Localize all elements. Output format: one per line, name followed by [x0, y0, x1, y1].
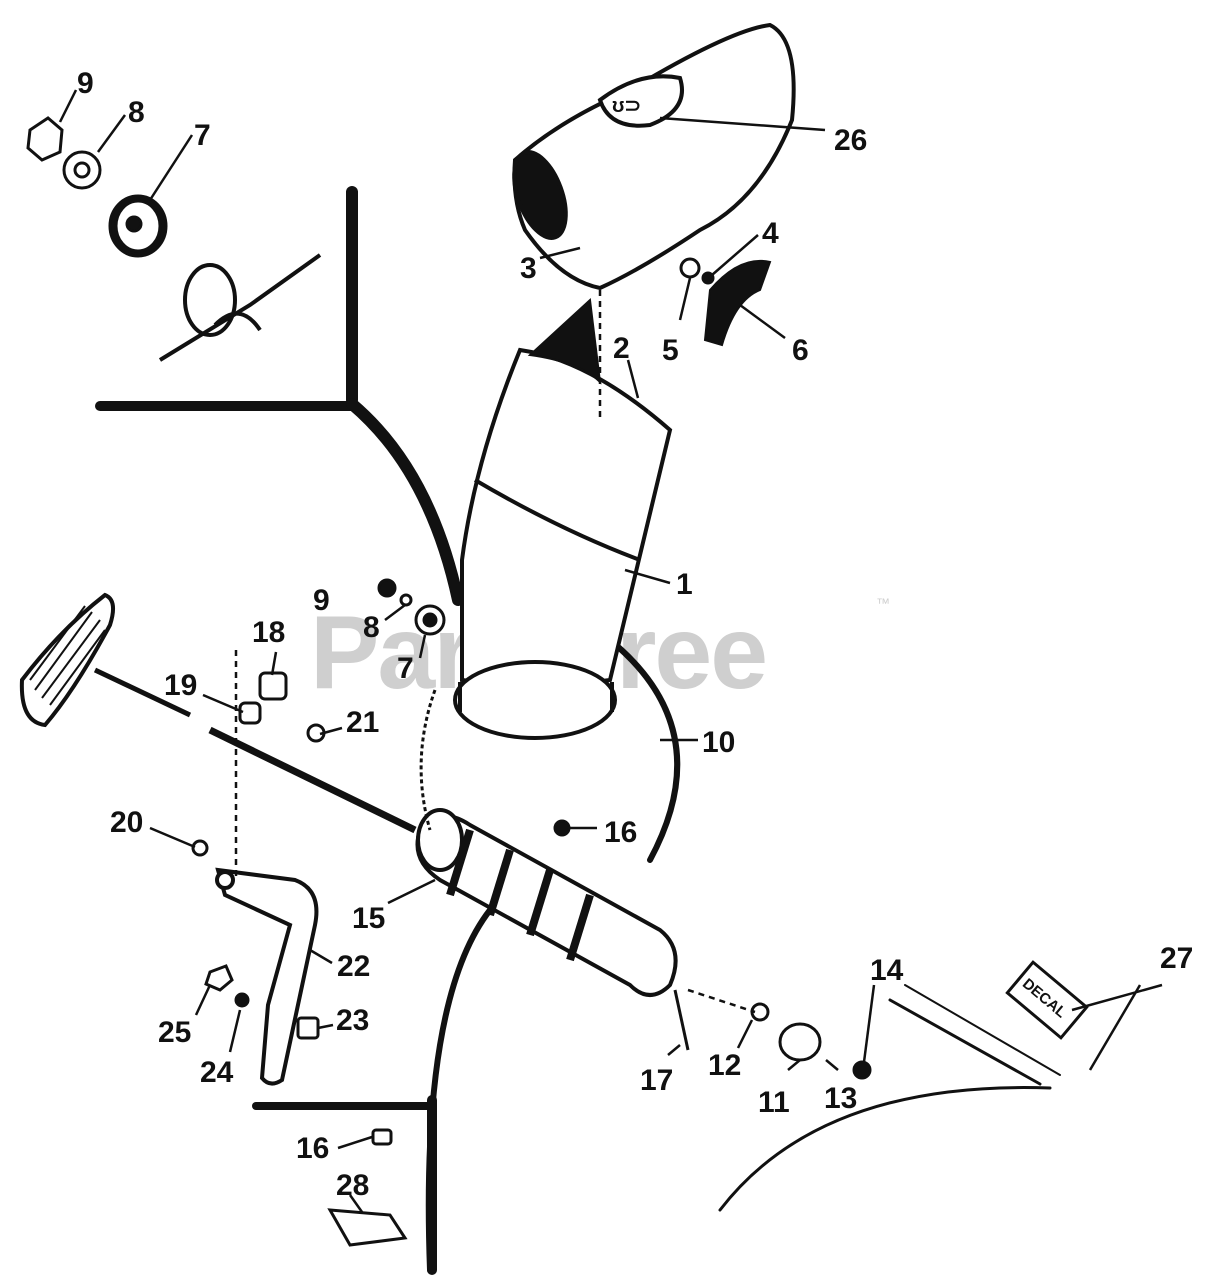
discharge-chute [453, 297, 673, 740]
callout-6: 6 [792, 334, 809, 367]
callout-13: 13 [824, 1082, 857, 1115]
callout-16b: 16 [296, 1132, 329, 1165]
callout-10: 10 [702, 726, 735, 759]
chute-deflector: ʊ⊃ [512, 22, 796, 291]
callout-7: 7 [194, 119, 211, 152]
callout-8: 8 [128, 96, 145, 129]
callout-21: 21 [346, 706, 379, 739]
callout-20: 20 [110, 806, 143, 839]
callout-18: 18 [252, 616, 285, 649]
crank-assembly [19, 592, 417, 834]
crank-bracket [215, 867, 319, 1086]
callout-1: 1 [676, 568, 693, 601]
callout-15: 15 [352, 902, 385, 935]
callout-28: 28 [336, 1169, 369, 1202]
deflector-lock [703, 259, 772, 347]
callout-17: 17 [640, 1064, 673, 1097]
part-callouts: 9 8 7 26 3 4 5 6 2 1 9 8 7 18 19 21 10 2… [77, 67, 1193, 1202]
callout-5: 5 [662, 334, 679, 367]
callout-2: 2 [613, 332, 630, 365]
callout-9: 9 [77, 67, 94, 100]
callout-25: 25 [158, 1016, 191, 1049]
callout-16: 16 [604, 816, 637, 849]
callout-26: 26 [834, 124, 867, 157]
callout-12: 12 [708, 1049, 741, 1082]
worm-gear-housing [415, 808, 678, 997]
callout-23: 23 [336, 1004, 369, 1037]
watermark-trademark: ™ [876, 595, 890, 611]
callout-14: 14 [870, 954, 904, 987]
callout-4: 4 [762, 217, 779, 250]
callout-24: 24 [200, 1056, 234, 1089]
cable [419, 689, 437, 831]
callout-22: 22 [337, 950, 370, 983]
callout-9b: 9 [313, 584, 330, 617]
svg-text:ʊ⊃: ʊ⊃ [612, 95, 641, 117]
callout-7b: 7 [397, 652, 414, 685]
callout-27: 27 [1160, 942, 1193, 975]
callout-11: 11 [758, 1086, 790, 1119]
callout-19: 19 [164, 669, 197, 702]
callout-8b: 8 [363, 611, 380, 644]
leader-lines [58, 89, 1163, 1213]
hardware [26, 116, 872, 1247]
callout-3: 3 [520, 252, 537, 285]
inset-cable-clip [158, 253, 322, 362]
